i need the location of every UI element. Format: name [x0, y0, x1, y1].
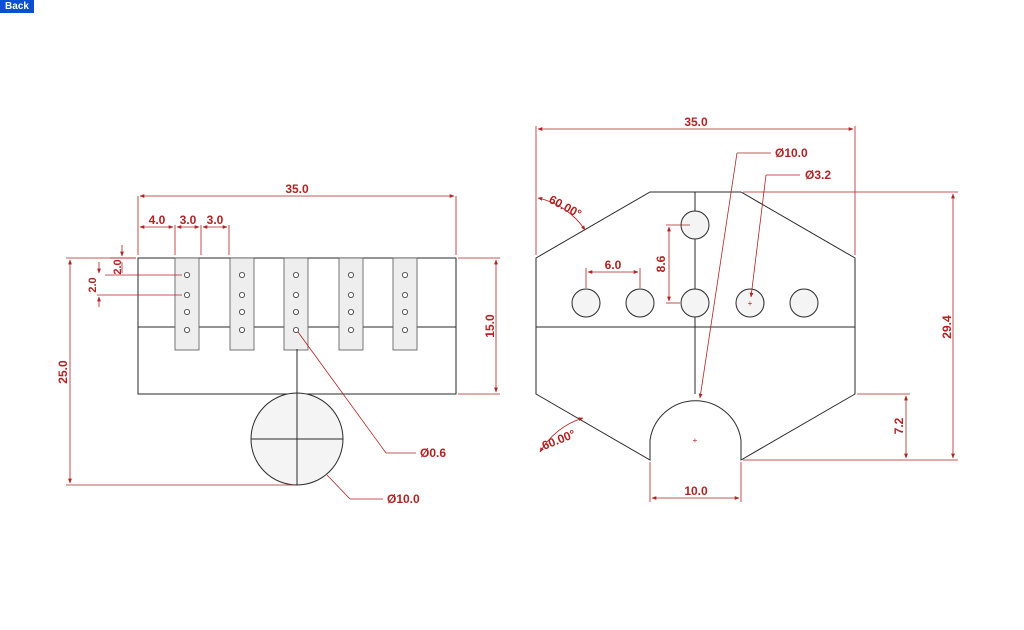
svg-text:+: +: [748, 299, 753, 308]
right-hole-1: [571, 288, 601, 318]
slot-3: [283, 257, 309, 351]
left-small-hole-dim: Ø0.6: [420, 446, 446, 460]
left-view: 35.0 4.0 3.0 3.0 2.0 2.0 25.: [56, 182, 500, 506]
right-spacing-h: 6.0: [605, 258, 622, 272]
slot-2: [229, 257, 255, 351]
right-notch-depth: 7.2: [892, 417, 906, 434]
right-height: 29.4: [940, 315, 954, 339]
pin-holes: [183, 271, 408, 333]
right-small-hole-dim: Ø3.2: [805, 168, 831, 182]
right-angle-top: 60.00°: [547, 192, 585, 221]
slot-5: [392, 257, 418, 351]
right-hole-2: [625, 288, 655, 318]
left-round-dia: Ø10.0: [387, 492, 420, 506]
left-dimensions: 35.0 4.0 3.0 3.0 2.0 2.0 25.: [56, 182, 500, 506]
left-pitch-c: 3.0: [207, 213, 224, 227]
slots: [174, 257, 418, 351]
right-hole-5: [789, 288, 819, 318]
right-big-hole-dim: Ø10.0: [775, 146, 808, 160]
back-button[interactable]: Back: [0, 0, 34, 13]
right-width-dim: 35.0: [684, 115, 708, 129]
right-hole-3: [680, 288, 710, 318]
left-total-height: 25.0: [56, 360, 70, 384]
svg-text:+: +: [693, 436, 698, 445]
slot-4: [338, 257, 364, 351]
right-spacing-v: 8.6: [654, 255, 668, 272]
right-notch-width: 10.0: [684, 484, 708, 498]
left-block-height: 15.0: [483, 314, 497, 338]
left-width-dim: 35.0: [285, 182, 309, 196]
left-pitch-b: 3.0: [180, 213, 197, 227]
right-hole-4: [735, 288, 765, 318]
left-vert-a: 2.0: [112, 259, 124, 274]
right-view: + + 35.0 Ø10.0 Ø3.2 60.00° 60.00°: [535, 115, 958, 502]
left-vert-b: 2.0: [87, 277, 99, 292]
slot-1: [174, 257, 200, 351]
left-pitch-a: 4.0: [149, 213, 166, 227]
right-body-outline: [535, 191, 856, 461]
